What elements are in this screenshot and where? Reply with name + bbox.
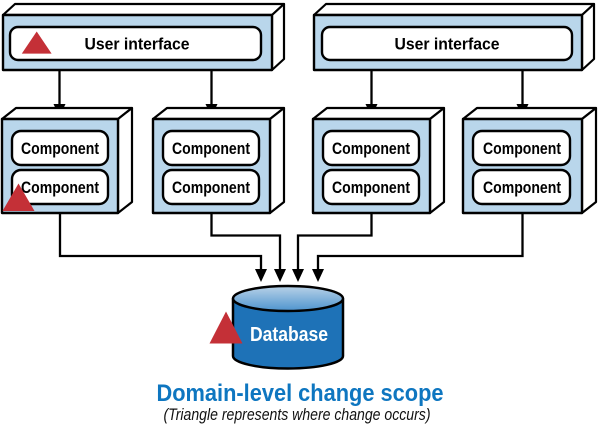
diagram-subtitle: (Triangle represents where change occurs… [164,406,431,424]
connector-component3-to-db [292,213,373,282]
ui-label: User interface [85,35,190,54]
ui-label-panel [8,25,263,62]
box-top-face [312,2,596,17]
component-label: Component [172,139,250,158]
box-right-face [268,106,286,215]
database-cylinder: Database [231,284,345,370]
component-box-1: Component Component [0,106,134,215]
box-right-face [580,106,598,215]
box-right-face [428,106,446,215]
component-pill [10,129,110,167]
connector-line [210,213,282,270]
box-right-face [116,106,134,215]
component-pill [321,129,421,167]
connector-component1-to-db [58,213,267,282]
component-label: Component [483,139,561,158]
component-pill [321,168,421,206]
connector-line [296,213,373,270]
database-label: Database [250,324,328,346]
component-pill [161,129,261,167]
component-pill [10,168,110,206]
change-marker-triangle [21,31,52,54]
change-marker-triangle [2,183,35,211]
component-label: Component [21,139,99,158]
connector-component2-to-db [210,213,286,282]
component-pill [471,168,572,206]
box-top-face [461,106,598,121]
component-box-4: Component Component [461,106,598,215]
cylinder-top [231,284,345,313]
ui-label: User interface [395,35,500,54]
box-top-face [0,106,134,121]
component-label: Component [21,178,99,197]
connector-component4-to-db [312,213,524,282]
arrowhead [312,269,324,282]
ui-label-panel [320,25,574,62]
component-label: Component [172,178,250,197]
component-label: Component [332,178,410,197]
ui-box-1: User interface [1,2,286,72]
arrowhead [255,269,267,282]
box-top-face [1,2,286,17]
component-pill [471,129,572,167]
arrowhead [274,269,286,282]
arrowhead [292,269,304,282]
diagram-title: Domain-level change scope [157,380,444,407]
connector-line [58,213,263,270]
box-right-face [580,2,596,72]
component-pill [161,168,261,206]
change-marker-triangle [209,311,243,344]
component-label: Component [483,178,561,197]
ui-box-2: User interface [312,2,596,72]
connector-line [316,213,524,270]
cylinder-body [231,298,345,370]
component-box-2: Component Component [151,106,286,215]
component-label: Component [332,139,410,158]
box-top-face [311,106,446,121]
box-right-face [270,2,286,72]
box-top-face [151,106,286,121]
component-box-3: Component Component [311,106,446,215]
